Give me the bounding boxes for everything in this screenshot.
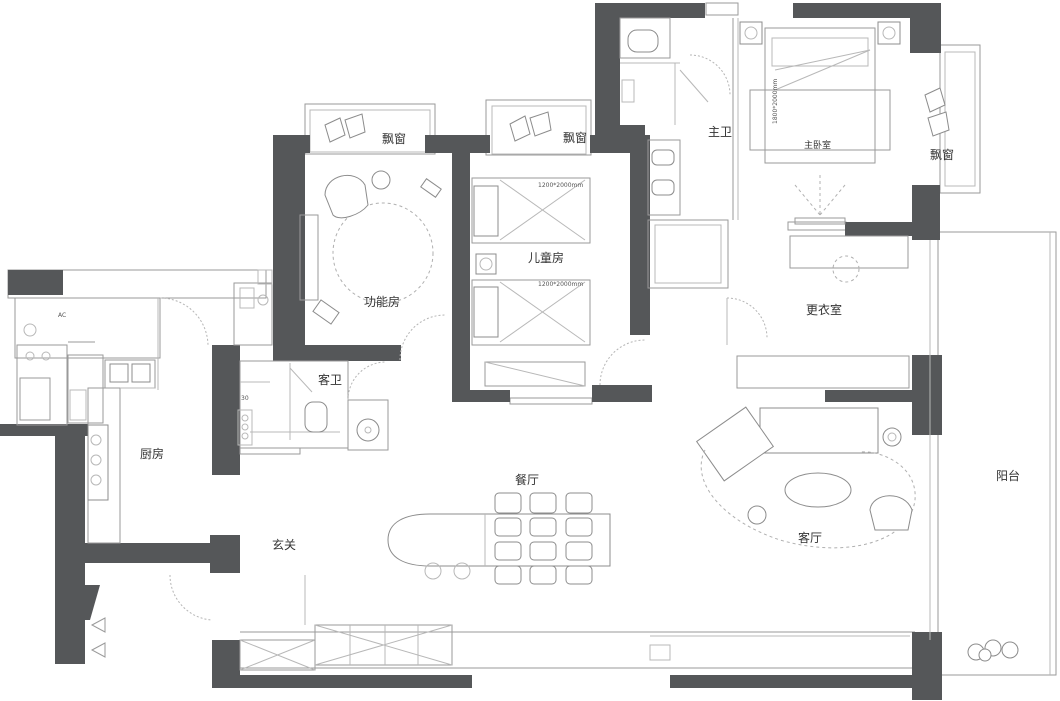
- label-bay-window-1: 飘窗: [382, 132, 406, 146]
- annotations: 1800*2000mm 1200*2000mm 1200*2000mm AC 3…: [58, 79, 779, 402]
- label-kids-room: 儿童房: [528, 250, 564, 265]
- label-dining: 餐厅: [515, 472, 539, 487]
- window-chair-icon-1: [324, 113, 366, 143]
- label-master-bedroom: 主卧室: [804, 139, 831, 151]
- guest-bath-tag: 30: [241, 395, 249, 402]
- label-balcony: 阳台: [996, 468, 1020, 483]
- label-kitchen: 厨房: [140, 446, 164, 461]
- dining-chairs: [494, 492, 593, 585]
- label-function-room: 功能房: [364, 294, 400, 309]
- label-guest-bath: 客卫: [318, 372, 342, 387]
- label-bay-window-2: 飘窗: [563, 131, 587, 145]
- interior-lines: [14, 17, 1019, 671]
- label-dressing-room: 更衣室: [806, 302, 842, 317]
- label-living: 客厅: [798, 530, 822, 545]
- master-bed-size: 1800*2000mm: [772, 79, 779, 124]
- kids-bed-size-1: 1200*2000mm: [538, 182, 583, 189]
- label-entrance: 玄关: [272, 537, 296, 552]
- ac-tag: AC: [58, 312, 66, 319]
- kids-bed-size-2: 1200*2000mm: [538, 281, 583, 288]
- room-labels: 飘窗 飘窗 飘窗 主卫 主卧室 功能房 儿童房 客卫 更衣室 厨房 餐厅 玄关 …: [140, 125, 1020, 552]
- walls: [0, 3, 942, 700]
- window-chair-icon-2: [509, 111, 552, 142]
- label-bay-window-3: 飘窗: [930, 148, 954, 162]
- window-chair-icon-3: [924, 87, 950, 137]
- label-master-bath: 主卫: [708, 125, 732, 139]
